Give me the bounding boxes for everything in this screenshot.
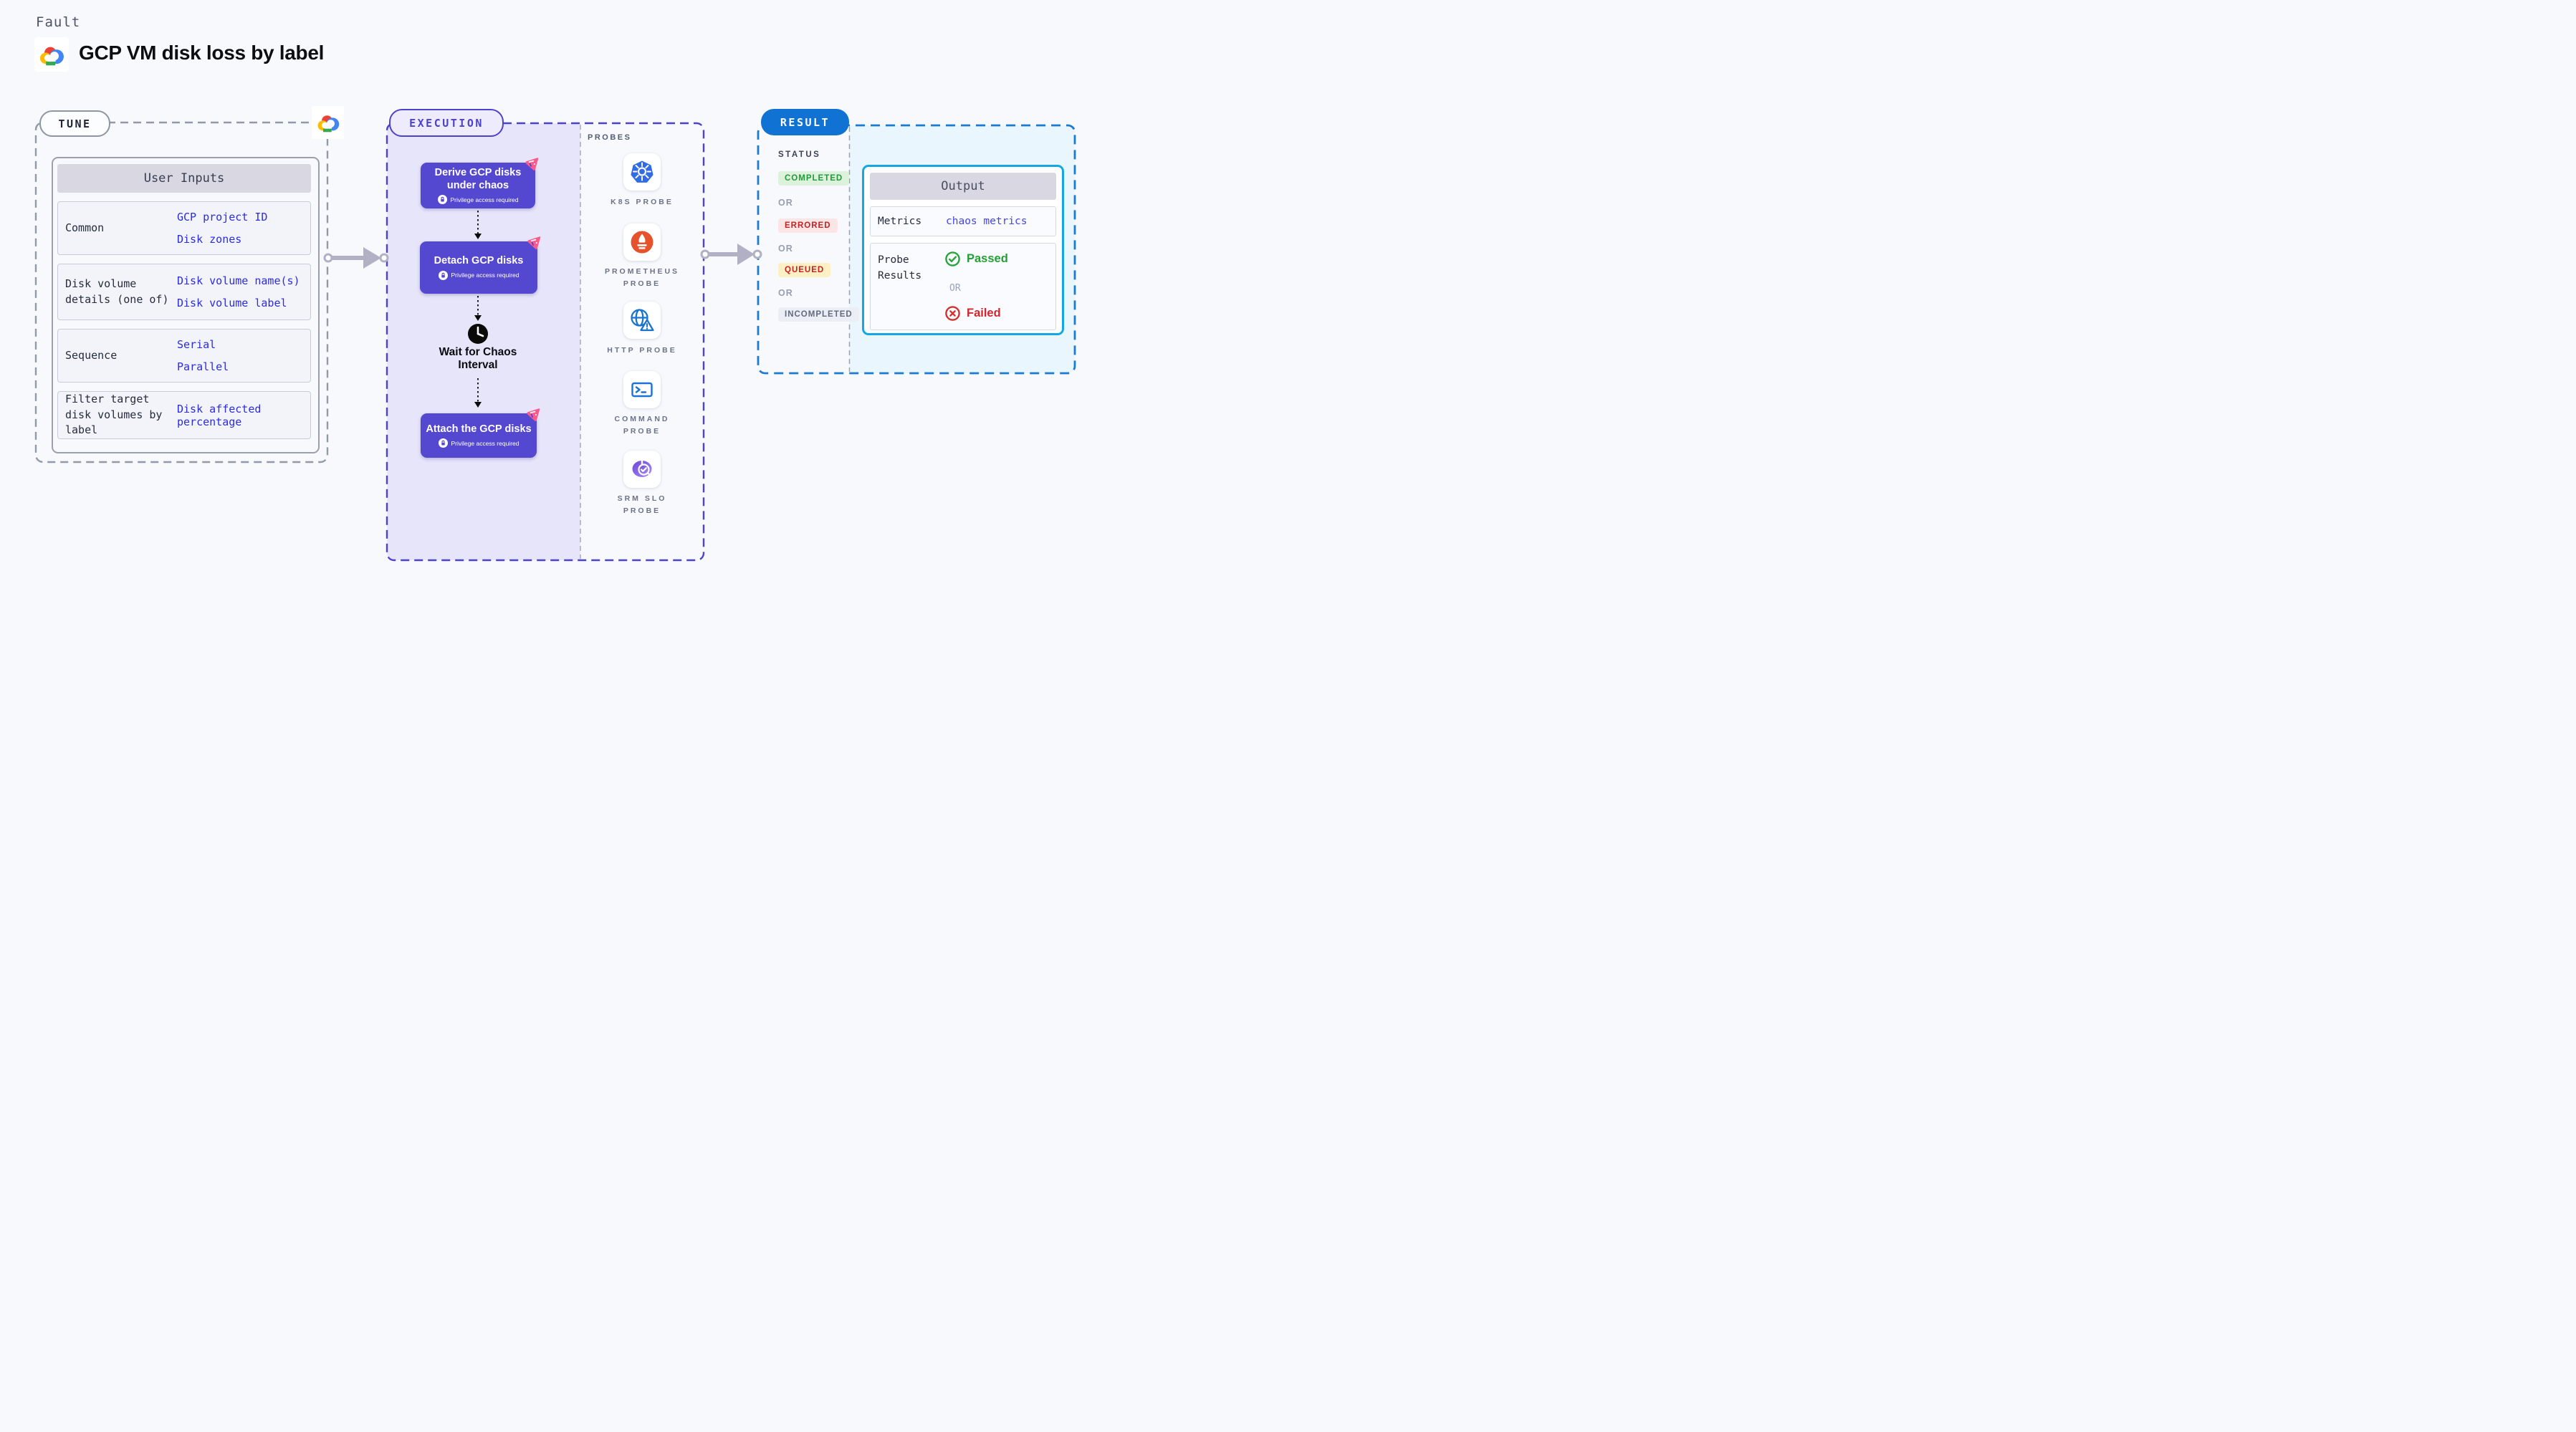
check-circle-icon <box>945 251 960 266</box>
privilege-note-text: Privilege access required <box>450 196 519 203</box>
or-separator: OR <box>778 198 793 208</box>
result-badge: RESULT <box>761 109 849 135</box>
fault-kind-label: Fault <box>36 14 81 30</box>
lock-icon <box>438 438 448 448</box>
row-label: Disk volume details (one of) <box>65 277 169 306</box>
probe-results-row: Probe Results Passed OR Failed <box>870 243 1056 330</box>
x-circle-icon <box>945 306 960 321</box>
passed-label: Passed <box>967 252 1008 265</box>
output-header: Output <box>870 173 1056 200</box>
probe-srm-slo <box>623 451 661 488</box>
row-label: Filter target disk volumes by label <box>65 392 163 437</box>
probe-k8s <box>623 153 661 191</box>
or-separator: OR <box>949 283 961 294</box>
row-value-link[interactable]: Disk zones <box>177 233 242 246</box>
probe-label: HTTP PROBE <box>607 346 677 355</box>
chaos-experiment-icon <box>525 158 539 170</box>
tune-badge: TUNE <box>39 110 110 137</box>
table-row: Sequence Serial Parallel <box>57 329 311 383</box>
chaos-experiment-icon <box>527 408 540 421</box>
prometheus-icon <box>631 231 653 254</box>
page-title: GCP VM disk loss by label <box>79 42 325 64</box>
probe-label: COMMAND PROBE <box>614 415 670 436</box>
row-value-link[interactable]: Disk volume label <box>177 297 287 309</box>
row-value-link[interactable]: GCP project ID <box>177 211 268 224</box>
tune-dashed-box <box>34 121 329 463</box>
user-inputs-card <box>52 157 320 453</box>
wait-step-label: Wait for Chaos Interval <box>439 346 517 372</box>
probe-results-label: Probe Results <box>878 254 922 282</box>
command-icon <box>631 382 653 398</box>
probes-heading: PROBES <box>588 133 632 142</box>
privilege-note: Privilege access required <box>438 438 519 448</box>
step-label: Derive GCP disks under chaos <box>434 166 522 191</box>
lock-icon <box>437 195 447 205</box>
step-attach-gcp-disks: Attach the GCP disks Privilege access re… <box>421 408 540 458</box>
execution-badge: EXECUTION <box>389 109 504 137</box>
failed-label: Failed <box>967 307 1001 319</box>
step-connector-arrowheads <box>474 234 482 408</box>
probe-label: SRM SLO PROBE <box>617 494 667 516</box>
step-label: Attach the GCP disks <box>426 423 532 435</box>
probe-failed: Failed <box>944 305 1001 322</box>
row-value-link[interactable]: Disk volume name(s) <box>177 274 300 287</box>
row-label: Common <box>65 221 105 234</box>
row-value-link[interactable]: Serial <box>177 338 216 351</box>
output-card: Output Metrics chaos metrics Probe Resul… <box>862 165 1064 335</box>
step-label: Detach GCP disks <box>434 255 524 267</box>
lock-icon <box>438 270 448 280</box>
privilege-note-text: Privilege access required <box>451 271 519 279</box>
or-separator: OR <box>778 288 793 298</box>
status-heading: STATUS <box>778 150 821 159</box>
chaos-metrics-link[interactable]: chaos metrics <box>946 216 1028 227</box>
step-derive-gcp-disks: Derive GCP disks under chaos Privilege a… <box>421 158 539 208</box>
gcp-cloud-icon <box>39 47 64 65</box>
user-inputs-header: User Inputs <box>57 164 311 193</box>
chaos-experiment-icon <box>527 236 541 249</box>
status-queued-badge: QUEUED <box>778 263 831 277</box>
status-completed-badge: COMPLETED <box>778 171 850 186</box>
gcp-cloud-icon <box>317 115 339 133</box>
probe-http <box>623 302 661 339</box>
privilege-note: Privilege access required <box>438 270 519 280</box>
status-errored-badge: ERRORED <box>778 218 838 233</box>
srm-slo-icon <box>632 461 652 477</box>
table-row: Disk volume details (one of) Disk volume… <box>57 264 311 320</box>
gcp-logo-box <box>34 37 69 72</box>
clock-icon <box>468 324 488 344</box>
metrics-row: Metrics chaos metrics <box>870 206 1056 236</box>
result-dashed-border <box>757 124 1076 375</box>
or-separator: OR <box>778 244 793 254</box>
status-incompleted-badge: INCOMPLETED <box>778 307 859 322</box>
probes-fill <box>580 123 704 560</box>
tune-to-execution-arrow <box>323 247 389 269</box>
status-fill <box>758 125 849 373</box>
privilege-note-text: Privilege access required <box>451 439 519 447</box>
step-detach-gcp-disks: Detach GCP disks Privilege access requir… <box>420 236 541 294</box>
fault-diagram-page: Fault GCP VM disk loss by label TUNE Use… <box>0 0 1118 621</box>
probe-command <box>623 371 661 408</box>
row-label: Sequence <box>65 348 118 362</box>
table-row: Filter target disk volumes by label Disk… <box>57 391 311 439</box>
table-row: Common GCP project ID Disk zones <box>57 201 311 255</box>
privilege-note: Privilege access required <box>437 195 519 205</box>
probe-label: K8S PROBE <box>611 198 674 206</box>
probe-passed: Passed <box>944 251 1008 267</box>
metrics-label: Metrics <box>878 216 922 227</box>
probe-label: PROMETHEUS PROBE <box>604 267 680 289</box>
kubernetes-icon <box>631 160 653 183</box>
gcp-target-icon-box <box>312 106 344 139</box>
probes-to-result-arrow <box>700 244 762 265</box>
row-value-link[interactable]: Disk affected percentage <box>177 402 262 428</box>
execution-dashed-border <box>386 122 705 562</box>
row-value-link[interactable]: Parallel <box>177 360 229 373</box>
http-icon <box>631 309 654 332</box>
probe-prometheus <box>623 224 661 261</box>
